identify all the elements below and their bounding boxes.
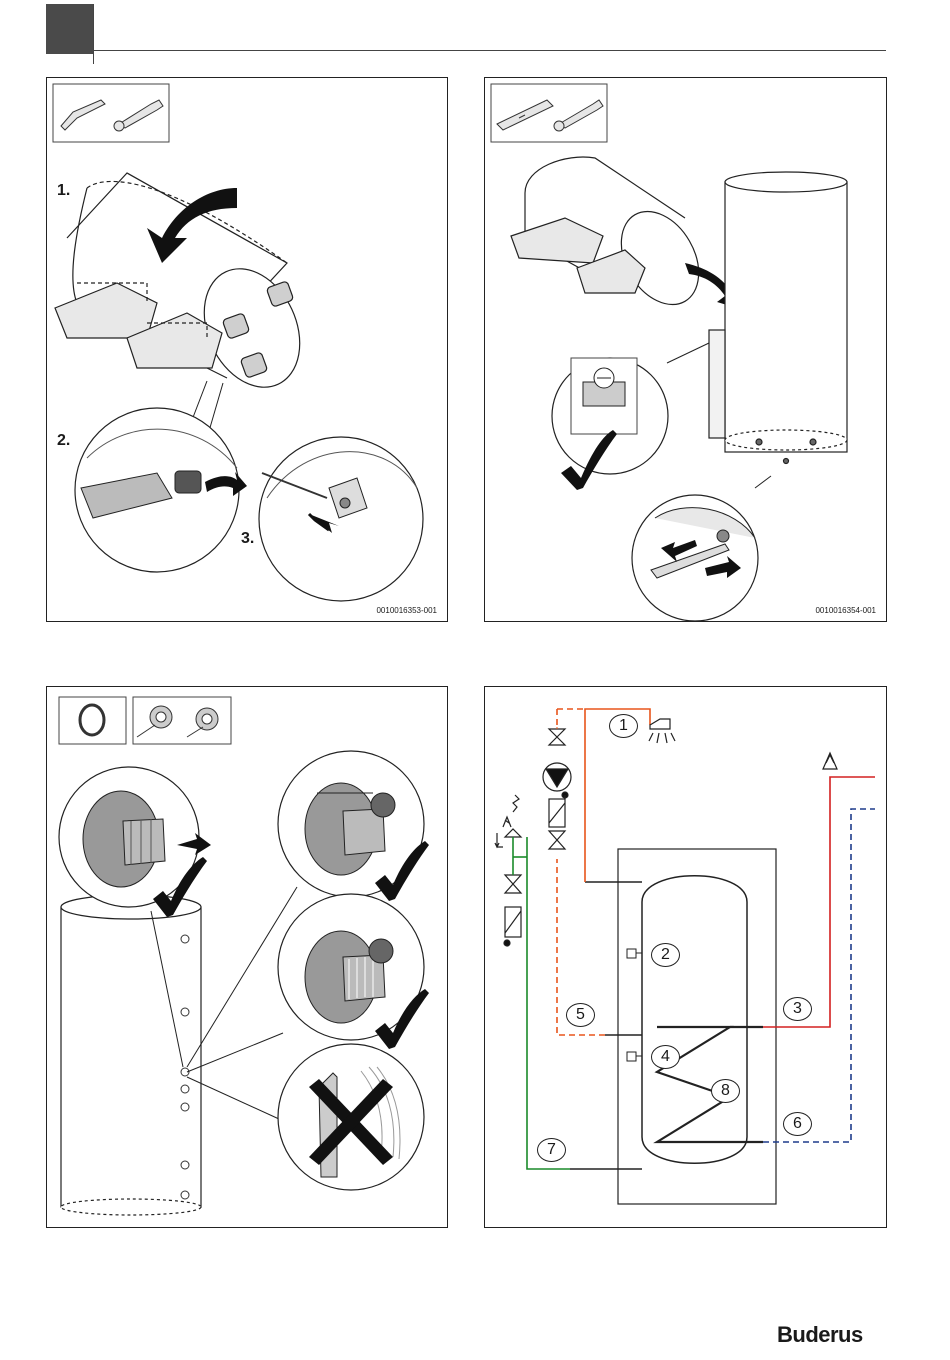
detail-circle-foot: [632, 495, 758, 621]
detail-circle-pad: [75, 408, 247, 572]
header-tick: [93, 4, 94, 64]
leader-line: [755, 476, 771, 488]
step-3-label: 3.: [241, 530, 254, 548]
alignment-illustration: [485, 78, 886, 621]
pump-icon: [543, 763, 571, 791]
callout-1: 1: [609, 714, 638, 738]
brand-logo: Buderus: [777, 1322, 863, 1348]
step-1-label: 1.: [57, 182, 70, 200]
return-pipe: [763, 809, 875, 1142]
callout-2: 2: [651, 943, 680, 967]
cylinder-lying: [511, 157, 714, 318]
panel-remove-insulation: 1. 2. 3. 0010016353-001: [46, 77, 448, 622]
panel-align-cylinder: 0010016354-001: [484, 77, 887, 622]
check-valve-icon-2: [504, 907, 521, 946]
sensor-pocket-upper: [627, 949, 636, 958]
flow-pipe: [763, 777, 875, 1027]
air-vent-icon: [823, 753, 837, 769]
callout-7: 7: [537, 1138, 566, 1162]
step-2-label: 2.: [57, 432, 70, 450]
cold-water-pipe: [527, 837, 570, 1169]
rotate-arrow: [147, 188, 237, 263]
sensor-pocket-lower: [627, 1052, 636, 1061]
detail-circle-screw: [259, 437, 423, 601]
detail-circle-no-sealant: [278, 1044, 424, 1190]
cylinder-standing: [709, 172, 847, 464]
header-rule: [93, 50, 886, 51]
panel-seal-connections: [46, 686, 448, 1228]
valve-icon-1: [549, 729, 565, 745]
valve-icon-3: [505, 875, 521, 893]
sealing-illustration: [47, 687, 447, 1227]
callout-4: 4: [651, 1045, 680, 1069]
callout-5: 5: [566, 1003, 595, 1027]
panel-connection-diagram: 1 2 3 4 5 6 7 8: [484, 686, 887, 1228]
callout-3: 3: [783, 997, 812, 1021]
check-valve-icon: [549, 792, 568, 827]
figure-id: 0010016354-001: [815, 606, 876, 615]
chapter-marker: [46, 4, 94, 54]
cylinder-standing: [61, 895, 201, 1215]
figure-id: 0010016353-001: [376, 606, 437, 615]
detail-circle-level: [552, 358, 668, 474]
valve-icon-2: [549, 831, 565, 849]
shower-icon: [649, 719, 675, 743]
leader-line: [667, 343, 709, 363]
callout-6: 6: [783, 1112, 812, 1136]
callout-8: 8: [711, 1079, 740, 1103]
safety-valve-icon: [495, 795, 521, 847]
